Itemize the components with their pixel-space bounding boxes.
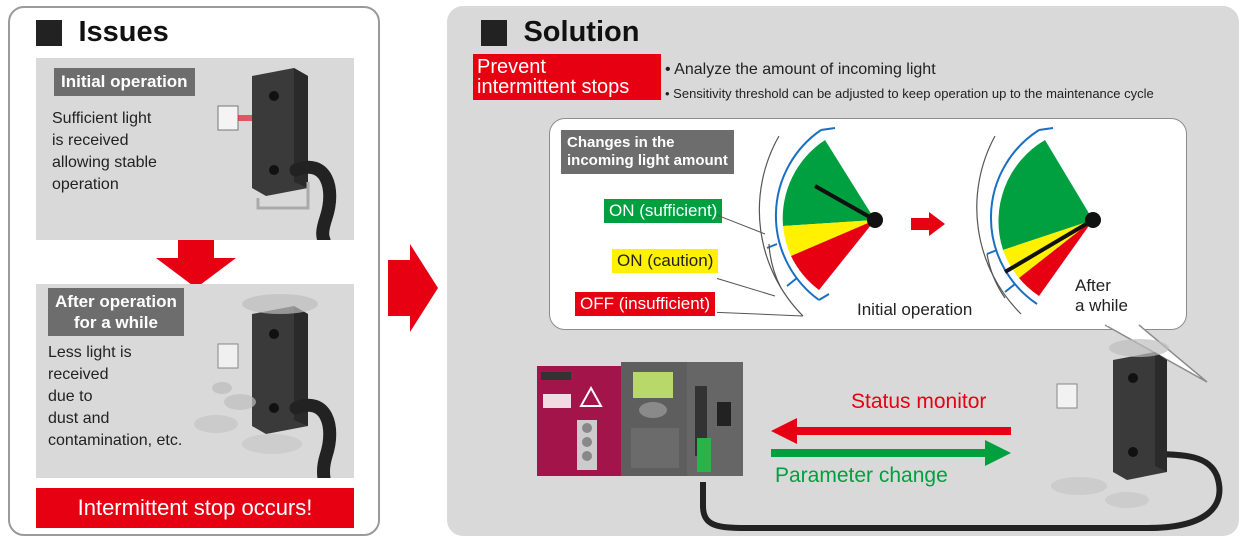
gauge-after-caption-line: After xyxy=(1075,276,1111,295)
small-right-arrow-icon xyxy=(911,212,945,236)
changes-label: Changes in the incoming light amount xyxy=(561,130,734,174)
after-operation-label-line: for a while xyxy=(73,313,158,332)
gauge-initial xyxy=(717,127,883,317)
initial-operation-box: Initial operation Sufficient light is re… xyxy=(36,58,354,240)
initial-operation-text: Sufficient light is received allowing st… xyxy=(52,108,157,196)
sensor-illustration-clean xyxy=(217,68,337,240)
initial-operation-label: Initial operation xyxy=(54,68,195,96)
after-operation-text: Less light is received due to dust and c… xyxy=(48,342,182,452)
after-text-line: dust and xyxy=(48,410,110,427)
right-arrow-icon xyxy=(388,244,438,332)
changes-label-line: Changes in the xyxy=(567,134,675,151)
prevent-intermittent-stops-tag: Prevent intermittent stops xyxy=(473,54,661,100)
issues-title: Issues xyxy=(78,16,169,48)
cable-and-sensor-illustration xyxy=(700,339,1223,531)
plc-illustration xyxy=(537,362,743,476)
gauge-after xyxy=(976,127,1101,315)
heading-square-icon xyxy=(36,19,62,46)
parameter-change-label: Parameter change xyxy=(775,464,948,487)
on-sufficient-tag: ON (sufficient) xyxy=(604,199,723,223)
after-text-line: due to xyxy=(48,388,93,405)
solution-panel: Solution Prevent intermittent stops • An… xyxy=(447,6,1239,536)
bullet-sensitivity: • Sensitivity threshold can be adjusted … xyxy=(665,86,1154,101)
gauge-initial-caption: Initial operation xyxy=(857,300,973,319)
after-text-line: Less light is xyxy=(48,344,132,361)
after-operation-box: After operation for a while Less light i… xyxy=(36,284,354,478)
after-text-line: received xyxy=(48,366,109,383)
after-operation-label: After operation for a while xyxy=(48,288,184,336)
issues-panel: Issues Initial operation Sufficient ligh… xyxy=(8,6,380,536)
prevent-line: intermittent stops xyxy=(477,76,630,98)
parameter-change-arrow-icon xyxy=(771,440,1011,466)
sensor-illustration-dusty xyxy=(194,294,337,478)
off-insufficient-tag: OFF (insufficient) xyxy=(575,292,716,316)
solution-heading: Solution xyxy=(481,16,639,49)
initial-text-line: operation xyxy=(52,176,119,193)
solution-title: Solution xyxy=(523,16,640,48)
gauge-after-caption: After a while xyxy=(1075,276,1128,316)
after-operation-label-line: After operation xyxy=(55,292,177,311)
intermittent-stop-banner: Intermittent stop occurs! xyxy=(36,488,354,528)
initial-text-line: is received xyxy=(52,132,129,149)
after-text-line: contamination, etc. xyxy=(48,432,183,449)
changes-label-line: incoming light amount xyxy=(567,152,728,169)
down-arrow-icon xyxy=(156,240,236,288)
status-monitor-label: Status monitor xyxy=(851,390,987,413)
prevent-line: Prevent xyxy=(477,56,546,78)
heading-square-icon xyxy=(481,19,507,46)
on-caution-tag: ON (caution) xyxy=(612,249,719,273)
initial-text-line: allowing stable xyxy=(52,154,157,171)
status-monitor-arrow-icon xyxy=(771,418,1011,444)
issues-heading: Issues xyxy=(36,16,169,49)
gauge-after-caption-line: a while xyxy=(1075,296,1128,315)
initial-text-line: Sufficient light xyxy=(52,110,152,127)
bullet-analyze: • Analyze the amount of incoming light xyxy=(665,61,936,78)
